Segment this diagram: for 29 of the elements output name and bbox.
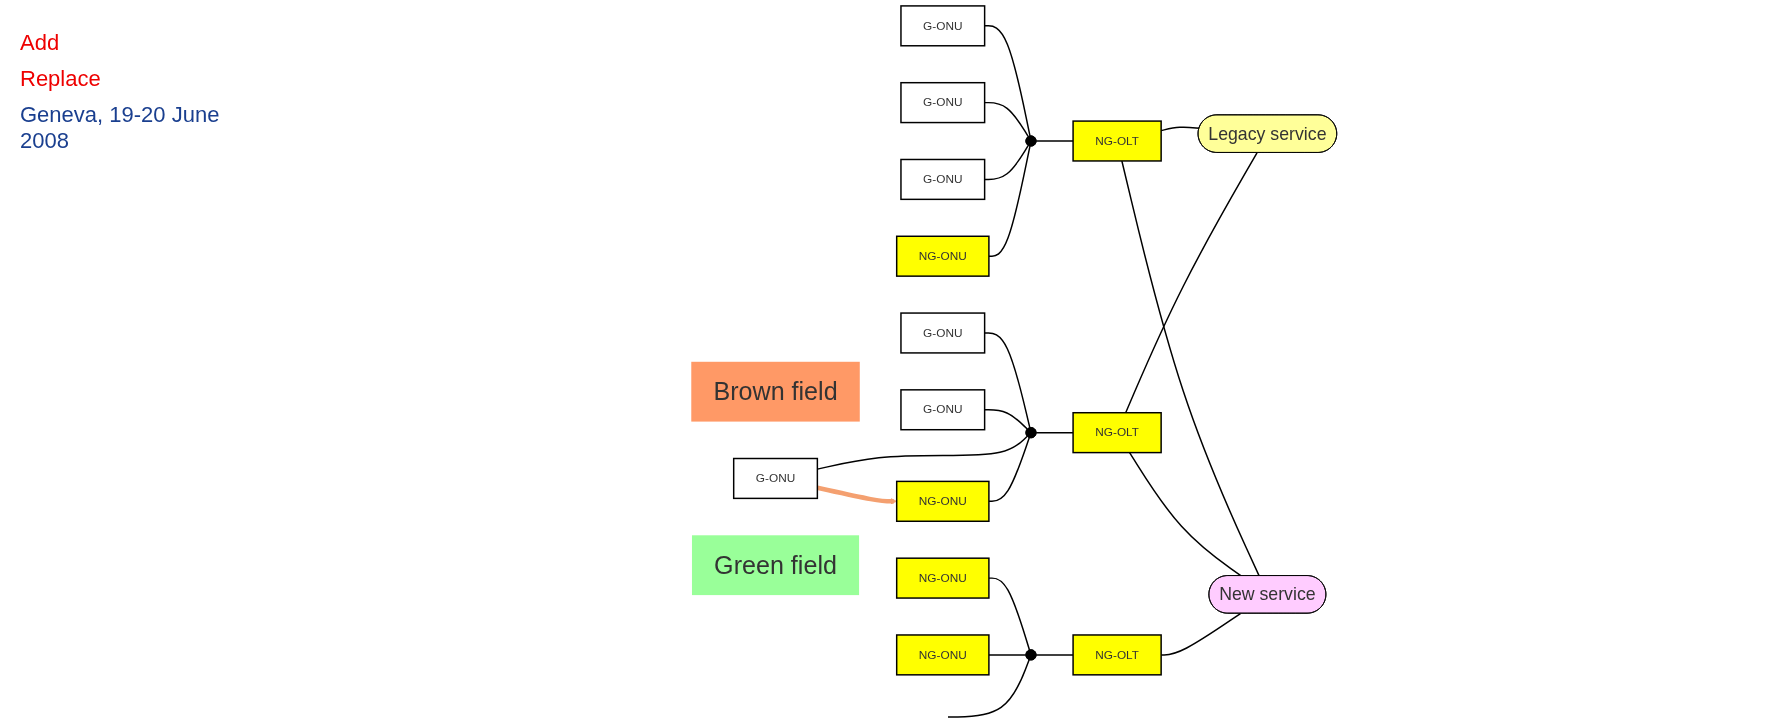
node-box: G-ONU <box>900 312 986 354</box>
node-box: NG-OLT <box>1072 120 1162 162</box>
connector <box>988 654 1027 656</box>
annotation-text: Add <box>20 30 61 56</box>
connector <box>1128 451 1242 577</box>
node-box: Brown field <box>691 361 860 422</box>
footer-note: Geneva, 19-20 June 2008 <box>20 102 221 154</box>
connector <box>988 577 1031 651</box>
connector <box>988 436 1031 503</box>
node-box: NG-ONU <box>895 480 990 522</box>
connector <box>947 659 1030 718</box>
connector <box>1121 160 1260 577</box>
connector <box>1035 431 1074 434</box>
node-box: G-ONU <box>900 158 986 201</box>
node-box: G-ONU <box>732 457 819 500</box>
connector <box>988 145 1031 257</box>
connector <box>1124 152 1258 414</box>
node-box: G-ONU <box>900 5 986 47</box>
connector <box>1035 140 1074 142</box>
node-box: G-ONU <box>900 389 986 431</box>
annotation-text: Replace <box>20 66 102 92</box>
node-box: NG-ONU <box>895 235 990 277</box>
node-box: NG-OLT <box>1072 634 1162 676</box>
node-box: NG-OLT <box>1072 412 1162 454</box>
node-box: Green field <box>691 535 860 596</box>
connector <box>1035 654 1074 656</box>
node-box: NG-ONU <box>895 634 990 676</box>
node-box: NG-ONU <box>895 557 990 599</box>
node-box: G-ONU <box>900 81 986 124</box>
